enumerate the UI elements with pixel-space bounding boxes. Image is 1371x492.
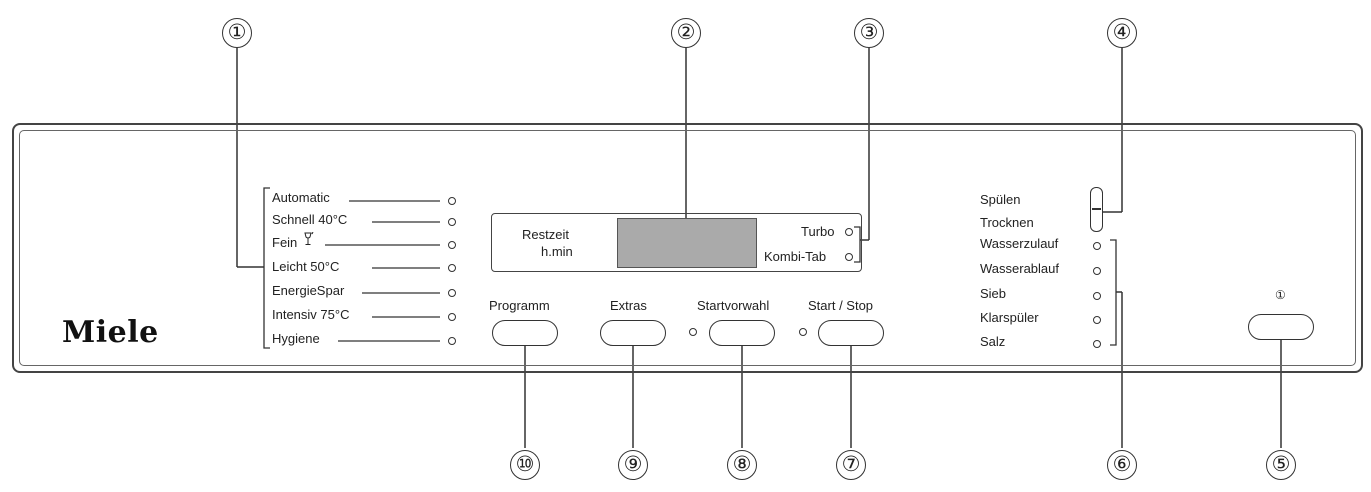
programm-button-label: Programm [489,298,550,313]
indicator-label-klarspueler: Klarspüler [980,310,1039,325]
remaining-time-unit: h.min [541,244,573,259]
callout-7: ⑦ [836,450,866,480]
callout-6: ⑥ [1107,450,1137,480]
indicator-led-wasserablauf [1093,267,1101,275]
indicator-led-salz [1093,340,1101,348]
program-led-leicht [448,264,456,272]
time-display-screen [617,218,757,268]
startvorwahl-button[interactable] [709,320,775,346]
startvorwahl-button-label: Startvorwahl [697,298,770,313]
program-led-hygiene [448,337,456,345]
toggle-label-trocknen: Trocknen [980,215,1034,230]
callout-4: ④ [1107,18,1137,48]
kombi-tab-led [845,253,853,261]
indicator-led-klarspueler [1093,316,1101,324]
option-label-kombi-tab: Kombi-Tab [764,249,827,264]
callout-10: ⑩ [510,450,540,480]
indicator-label-salz: Salz [980,334,1006,349]
indicator-label-wasserablauf: Wasserablauf [980,261,1059,276]
program-label-intensiv: Intensiv 75°C [272,307,350,322]
programm-button[interactable] [492,320,558,346]
rinse-dry-toggle[interactable] [1090,187,1103,232]
extras-button[interactable] [600,320,666,346]
program-label-hygiene: Hygiene [272,331,320,346]
callout-9: ⑨ [618,450,648,480]
control-panel-frame [12,123,1363,373]
extras-button-label: Extras [610,298,647,313]
rinse-dry-toggle-divider [1092,208,1101,210]
turbo-led [845,228,853,236]
start-stop-button[interactable] [818,320,884,346]
program-led-fein [448,241,456,249]
startvorwahl-led [689,328,697,336]
brand-logo: Miele [62,315,159,350]
indicator-led-wasserzulauf [1093,242,1101,250]
display-frame [491,213,862,272]
indicator-label-sieb: Sieb [980,286,1007,301]
start-stop-led [799,328,807,336]
callout-1: ① [222,18,252,48]
program-label-fein: Fein [272,235,298,250]
callout-2: ② [671,18,701,48]
program-led-schnell [448,218,456,226]
wine-glass-icon [303,231,315,251]
program-label-automatic: Automatic [272,190,330,205]
remaining-time-label: Restzeit [522,227,569,242]
option-label-turbo: Turbo [801,224,835,239]
control-panel-inner-frame [19,130,1356,366]
program-label-leicht: Leicht 50°C [272,259,340,274]
program-led-intensiv [448,313,456,321]
power-symbol-label: ① [1275,288,1286,302]
power-button[interactable] [1248,314,1314,340]
program-label-energiespar: EnergieSpar [272,283,345,298]
start-stop-button-label: Start / Stop [808,298,874,313]
indicator-label-wasserzulauf: Wasserzulauf [980,236,1059,251]
toggle-label-spuelen: Spülen [980,192,1021,207]
program-led-automatic [448,197,456,205]
indicator-led-sieb [1093,292,1101,300]
program-led-energiespar [448,289,456,297]
callout-8: ⑧ [727,450,757,480]
program-label-schnell: Schnell 40°C [272,212,348,227]
callout-5: ⑤ [1266,450,1296,480]
callout-3: ③ [854,18,884,48]
